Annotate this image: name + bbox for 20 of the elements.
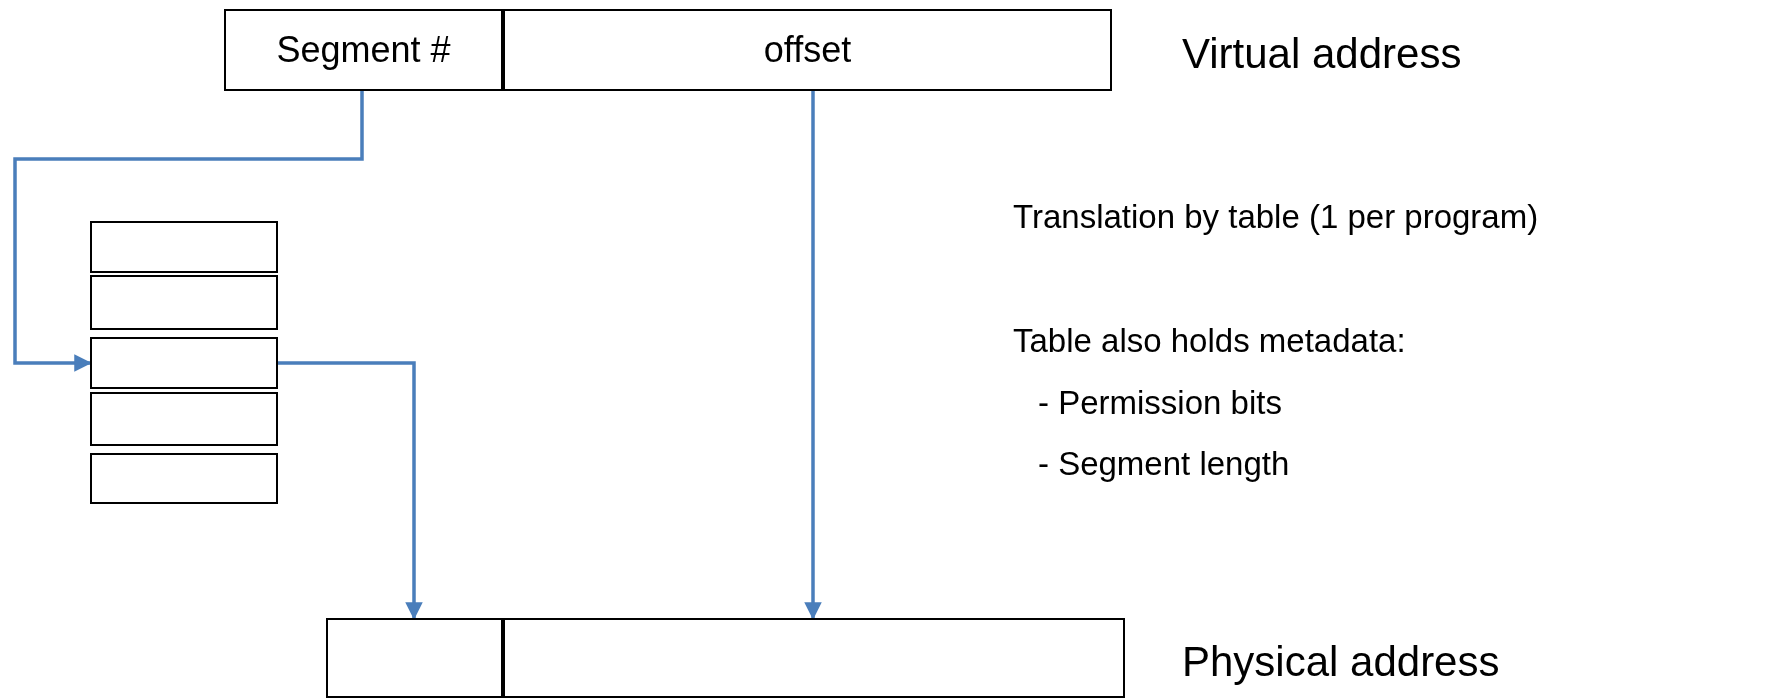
address-field bbox=[503, 9, 1112, 91]
field-label: offset bbox=[763, 32, 852, 68]
field-label: Segment # bbox=[276, 32, 451, 68]
table-entry-box bbox=[90, 392, 278, 446]
table-entry-box bbox=[90, 275, 278, 330]
address-caption: Virtual address bbox=[1182, 29, 1462, 79]
arrow bbox=[804, 91, 822, 620]
note-text: Table also holds metadata: bbox=[1013, 321, 1406, 361]
note-text: Translation by table (1 per program) bbox=[1013, 197, 1539, 237]
arrow bbox=[13, 91, 364, 372]
table-entry-box bbox=[90, 337, 278, 389]
table-entry-box bbox=[90, 221, 278, 273]
note-text: - Segment length bbox=[1038, 444, 1290, 484]
table-entry-box bbox=[90, 453, 278, 504]
address-caption: Physical address bbox=[1182, 637, 1500, 687]
arrow bbox=[278, 361, 423, 620]
note-text: - Permission bits bbox=[1038, 383, 1282, 423]
address-field bbox=[224, 9, 503, 91]
table-entry-box bbox=[503, 618, 1125, 698]
table-entry-box bbox=[326, 618, 503, 698]
